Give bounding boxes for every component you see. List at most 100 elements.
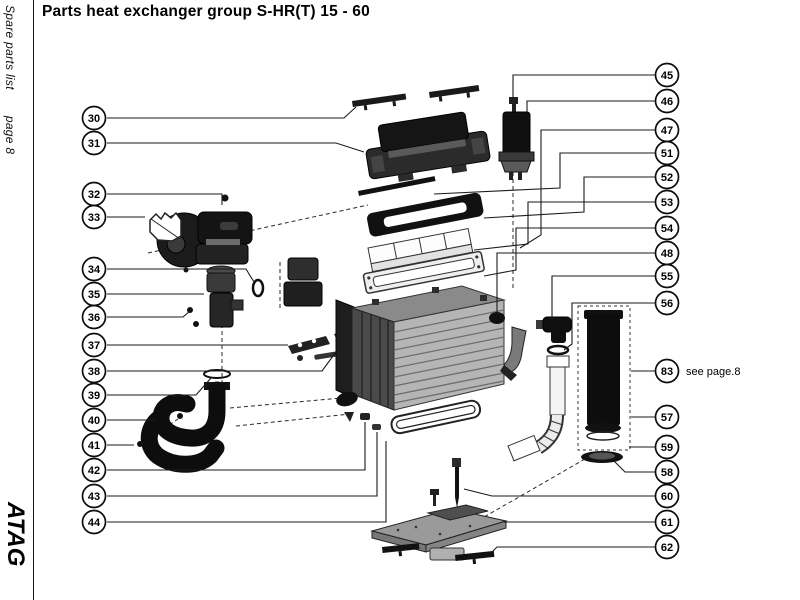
callout-number: 30	[88, 113, 100, 125]
leader-line-32	[107, 193, 223, 205]
callout-number: 34	[88, 264, 101, 276]
part-mixer-block	[283, 257, 323, 307]
callout-56: 56	[654, 290, 680, 316]
part-small-fittings	[336, 391, 381, 430]
callout-57: 57	[654, 404, 680, 430]
part-condensate-elbow	[536, 316, 572, 368]
leader-line-39	[107, 377, 212, 396]
leader-line-47	[519, 129, 655, 249]
callout-47: 47	[654, 117, 680, 143]
callout-61: 61	[654, 509, 680, 535]
callout-33: 33	[81, 204, 107, 230]
part-top-strips	[352, 85, 480, 111]
callout-number: 53	[661, 197, 673, 209]
callout-number: 45	[661, 70, 673, 82]
leader-line-34	[107, 268, 255, 283]
leader-line-58	[613, 460, 655, 473]
callout-bubbles: 3031323334353637383940414243444546475152…	[81, 62, 740, 560]
callout-number: 37	[88, 340, 100, 352]
leader-line-36	[107, 310, 191, 318]
callout-number: 83	[661, 366, 673, 378]
callout-52: 52	[654, 164, 680, 190]
callout-53: 53	[654, 189, 680, 215]
callout-58: 58	[654, 459, 680, 485]
leader-line-43	[107, 432, 378, 497]
leader-line-48	[496, 252, 655, 312]
part-fan-gasket	[149, 211, 182, 242]
callout-48: 48	[654, 240, 680, 266]
leader-line-44	[107, 441, 387, 523]
callout-46: 46	[654, 88, 680, 114]
callout-number: 32	[88, 189, 100, 201]
leader-line-38	[107, 351, 337, 372]
leader-line-31	[107, 142, 365, 153]
callout-35: 35	[81, 281, 107, 307]
part-drain-hose	[507, 366, 566, 462]
part-frame-gasket	[367, 192, 484, 237]
callout-number: 58	[661, 467, 673, 479]
leader-line-62	[490, 546, 655, 554]
leader-line-30	[107, 106, 357, 119]
callout-number: 38	[88, 366, 100, 378]
callout-number: 56	[661, 298, 673, 310]
leader-line-51	[433, 152, 655, 195]
part-venturi	[206, 265, 265, 328]
callout-number: 59	[661, 442, 673, 454]
callout-62: 62	[654, 534, 680, 560]
leader-line-42	[107, 422, 366, 471]
callout-number: 61	[661, 517, 673, 529]
callout-number: 39	[88, 390, 100, 402]
callout-number: 43	[88, 491, 100, 503]
callout-number: 35	[88, 289, 100, 301]
part-top-cover	[365, 111, 491, 182]
callout-60: 60	[654, 483, 680, 509]
part-heat-exchanger	[335, 285, 506, 411]
leader-lines	[107, 74, 655, 554]
part-side-bracket	[500, 326, 527, 381]
callout-37: 37	[81, 332, 107, 358]
callout-number: 54	[661, 223, 674, 235]
leader-line-55	[551, 275, 655, 320]
part-base-gasket	[390, 399, 482, 435]
leader-line-46	[526, 100, 655, 113]
part-flue-tube	[577, 305, 631, 451]
callout-34: 34	[81, 256, 107, 282]
callout-55: 55	[654, 263, 680, 289]
leader-line-45	[512, 74, 655, 99]
page-title: Parts heat exchanger group S-HR(T) 15 - …	[42, 3, 370, 20]
part-bottom-strips	[382, 543, 495, 565]
sidebar: Spare parts listpage 8 ATAG	[0, 0, 33, 600]
callout-40: 40	[81, 407, 107, 433]
callout-42: 42	[81, 457, 107, 483]
callout-59: 59	[654, 434, 680, 460]
part-ignition-electrode	[498, 97, 535, 180]
callout-number: 48	[661, 248, 673, 260]
callout-number: 33	[88, 212, 100, 224]
callout-number: 60	[661, 491, 673, 503]
callout-number: 52	[661, 172, 673, 184]
callout-30: 30	[81, 105, 107, 131]
callout-54: 54	[654, 215, 680, 241]
callout-number: 47	[661, 125, 673, 137]
callout-83: 83 see page.8	[654, 358, 740, 384]
leader-line-60	[463, 488, 655, 497]
callout-number: 46	[661, 96, 673, 108]
callout-44: 44	[81, 509, 107, 535]
part-gasket-strip	[358, 176, 436, 196]
callout-note: see page.8	[686, 366, 740, 378]
leader-line-53	[473, 201, 655, 251]
callout-51: 51	[654, 140, 680, 166]
callout-number: 55	[661, 271, 673, 283]
callout-number: 62	[661, 542, 673, 554]
callout-32: 32	[81, 181, 107, 207]
part-burner-frame	[362, 250, 485, 294]
callout-number: 31	[88, 138, 100, 150]
part-insulation-panel	[367, 227, 474, 273]
leader-line-52	[483, 176, 655, 219]
callout-45: 45	[654, 62, 680, 88]
part-sensor	[430, 458, 461, 508]
callout-number: 41	[88, 440, 100, 452]
callout-41: 41	[81, 432, 107, 458]
part-flue-gasket-disc	[581, 451, 623, 463]
